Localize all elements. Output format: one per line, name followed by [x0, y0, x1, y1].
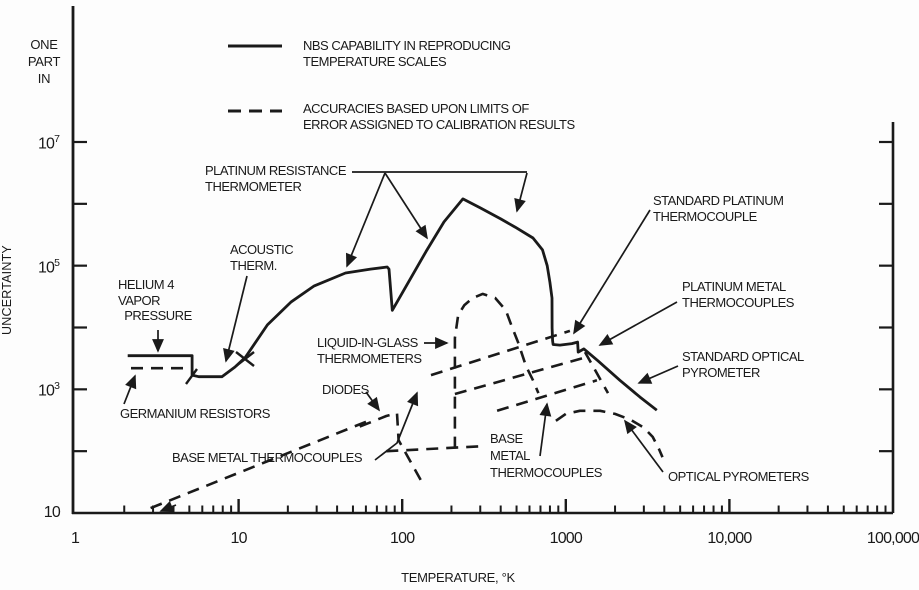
- x-tick-label: 10: [230, 530, 247, 547]
- annotation-arrow-standard-platinum-thermocouple: [573, 209, 651, 335]
- series-platinum-thermocouples-mid: [454, 356, 584, 396]
- x-tick-label: 10,000: [707, 530, 752, 547]
- annotation-arrow-platinum-resistance-thermometer: [345, 172, 386, 268]
- annotation-optical-pyrometers: OPTICAL PYROMETERS: [668, 469, 809, 484]
- series-base-metal-thermocouples-right: [496, 379, 598, 413]
- y-tick-label: 103: [37, 380, 60, 400]
- x-tick-label: 100: [390, 530, 415, 547]
- annotation-arrow-germanium-resistors: [123, 374, 137, 405]
- x-tick-label: 1: [70, 530, 80, 547]
- series-diodes: [359, 411, 422, 481]
- y-axis-title: UNCERTAINTY: [0, 245, 14, 335]
- annotation-platinum-metal-thermocouples: PLATINUM METAL THERMOCOUPLES: [682, 279, 794, 310]
- annotation-arrow-platinum-resistance-thermometer: [514, 172, 528, 213]
- annotation-helium-4-vapor-pressure: HELIUM 4 VAPOR PRESSURE: [118, 277, 192, 323]
- annotation-arrow-acoustic-thermometer: [223, 275, 248, 363]
- annotation-arrow-base-metal-thermocouples-left: [374, 391, 419, 461]
- annotation-arrow-diodes: [365, 391, 380, 412]
- series-platinum-thermocouples-upper: [430, 329, 571, 377]
- curve-tick-mark: [235, 351, 255, 367]
- y-tick-exponent: 7: [54, 133, 60, 145]
- series-liquid-in-glass-thermometers: [453, 292, 540, 449]
- series-optical-pyrometers: [555, 409, 664, 458]
- x-tick-label: 1000: [549, 530, 583, 547]
- annotation-germanium-resistors: GERMANIUM RESISTORS: [120, 406, 270, 421]
- y-tick-exponent: 3: [54, 380, 60, 393]
- annotation-arrow-platinum-resistance-thermometer: [384, 172, 428, 240]
- annotation-standard-optical-pyrometer: STANDARD OPTICAL PYROMETER: [682, 349, 804, 380]
- curve-arrow-mark: [159, 501, 177, 513]
- annotation-arrow-optical-pyrometers: [623, 419, 664, 473]
- annotation-acoustic-thermometer: ACOUSTIC THERM.: [230, 242, 294, 273]
- x-tick-label: 100,000: [866, 530, 919, 547]
- annotation-diodes: DIODES: [322, 382, 369, 397]
- legend-label-dashed: ACCURACIES BASED UPON LIMITS OF ERROR AS…: [303, 101, 575, 132]
- y-tick-label: 10: [43, 504, 61, 521]
- y-tick-label: 105: [37, 256, 60, 276]
- annotation-liquid-in-glass-thermometers: LIQUID-IN-GLASS THERMOMETERS: [317, 335, 422, 366]
- y-axis-unit-label: ONE PART IN: [27, 37, 61, 86]
- annotation-arrow-standard-optical-pyrometer: [637, 365, 679, 384]
- annotation-platinum-resistance-thermometer: PLATINUM RESISTANCE THERMOMETER: [205, 163, 346, 194]
- x-axis-title: TEMPERATURE, °K: [401, 570, 515, 585]
- legend-label-solid: NBS CAPABILITY IN REPRODUCING TEMPERATUR…: [303, 38, 511, 69]
- series-base-metal-thermocouples-mid: [386, 445, 481, 453]
- annotation-base-metal-thermocouples-left: BASE METAL THERMOCOUPLES: [172, 450, 363, 465]
- annotation-arrow-platinum-metal-thermocouples: [598, 301, 678, 346]
- annotation-standard-platinum-thermocouple: STANDARD PLATINUM THERMOCOUPLE: [653, 193, 784, 224]
- curve-tick-mark: [185, 368, 198, 385]
- y-tick-exponent: 5: [54, 256, 60, 269]
- series-standard-platinum-tail: [583, 351, 610, 394]
- annotation-base-metal-thermocouples-right: BASE METAL THERMOCOUPLES: [490, 431, 602, 480]
- series-nbs-capability: [127, 197, 658, 412]
- y-tick-label: 107: [37, 133, 60, 153]
- annotation-arrow-base-metal-thermocouples-right: [539, 402, 552, 457]
